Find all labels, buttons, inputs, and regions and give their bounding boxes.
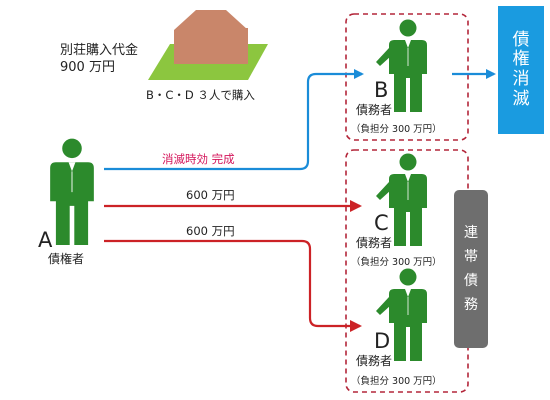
claim-extinction-box: 債 権 消 滅 <box>498 6 544 134</box>
debtor-d-share: （負担分 300 万円） <box>351 376 442 387</box>
extinct-char-3: 消 <box>512 69 530 89</box>
purchase-note: B・C・D ３人で購入 <box>146 88 255 102</box>
debtor-c-letter: C <box>374 211 389 235</box>
joint-char-2: 帯 <box>464 248 478 265</box>
extinct-char-4: 滅 <box>512 88 530 109</box>
creditor-letter: A <box>38 228 53 252</box>
villa-price-label: 別荘購入代金 900 万円 <box>60 42 138 76</box>
person-a-icon <box>50 138 94 245</box>
debtor-c-role: 債務者 <box>356 236 393 250</box>
arrow-a-to-b <box>104 69 364 171</box>
arrow-c-label: 600 万円 <box>186 188 235 202</box>
debtor-b-letter: B <box>374 78 389 102</box>
house-icon <box>174 10 248 64</box>
joint-obligation-box: 連 帯 債 務 <box>454 190 488 348</box>
villa-label-line1: 別荘購入代金 <box>60 43 139 58</box>
joint-char-3: 債 <box>464 273 478 289</box>
group-box-b <box>345 13 469 141</box>
joint-char-1: 連 <box>464 224 478 241</box>
debtor-d-role: 債務者 <box>356 354 393 368</box>
joint-char-4: 務 <box>464 297 478 314</box>
debtor-d-letter: D <box>374 329 391 353</box>
extinct-char-2: 権 <box>512 49 530 70</box>
arrow-a-to-d <box>104 239 362 332</box>
arrow-b-label: 消滅時効 完成 <box>162 152 235 166</box>
debtor-b-share: （負担分 300 万円） <box>351 124 442 135</box>
debtor-c-share: （負担分 300 万円） <box>351 257 442 268</box>
person-d-icon <box>376 268 427 361</box>
group-box-cd <box>345 149 469 393</box>
villa-label-line2: 900 万円 <box>60 60 115 75</box>
creditor-role: 債権者 <box>48 252 85 266</box>
debtor-b-role: 債務者 <box>356 103 393 117</box>
extinct-char-1: 債 <box>512 29 530 50</box>
arrow-d-label: 600 万円 <box>186 224 235 238</box>
person-b-icon <box>376 19 427 112</box>
person-c-icon <box>376 153 427 246</box>
